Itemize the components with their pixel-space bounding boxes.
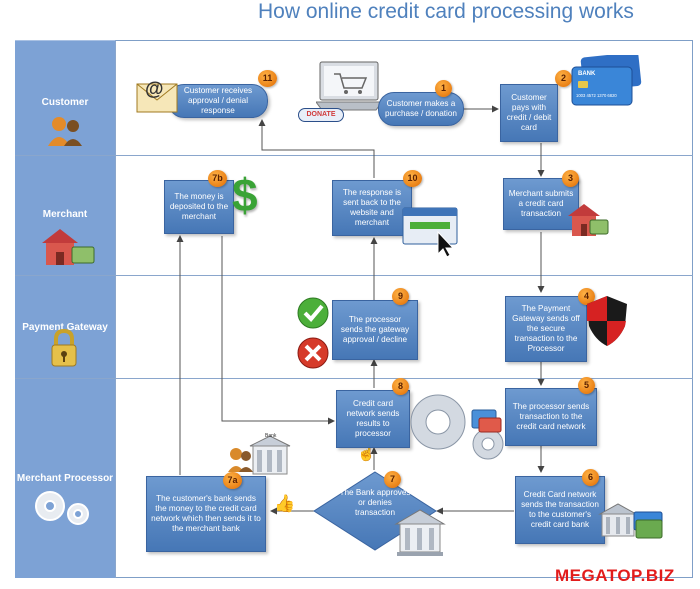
step-5-badge: 5 xyxy=(578,377,595,394)
step-7a-badge: 7a xyxy=(223,472,242,489)
laptop-shopping-cart-icon xyxy=(315,60,383,121)
step-1-box: Customer makes a purchase / donation xyxy=(378,92,464,126)
step-8-box: Credit card network sends results to pro… xyxy=(336,390,410,448)
email-envelope-icon: @ xyxy=(136,79,178,119)
network-gears-icon xyxy=(404,386,514,471)
step-2-badge: 2 xyxy=(555,70,572,87)
step-11-box: Customer receives approval / denial resp… xyxy=(168,84,268,118)
step-4-badge: 4 xyxy=(578,288,595,305)
step-3-box: Merchant submits a credit card transacti… xyxy=(503,178,579,230)
card-number-label: 1003 4572 1370 6820 xyxy=(576,93,617,98)
lane-label-payment-gateway: Payment Gateway xyxy=(22,322,108,333)
step-7b-box: The money is deposited to the merchant xyxy=(164,180,234,234)
step-6-box: Credit Card network sends the transactio… xyxy=(515,476,605,544)
lane-label-merchant-processor: Merchant Processor xyxy=(16,473,114,484)
credit-card-icon: BANK 1003 4572 1370 6820 xyxy=(568,52,643,112)
step-7a-box: The customer's bank sends the money to t… xyxy=(146,476,266,552)
browser-window-icon xyxy=(402,206,460,263)
step-10-box: The response is sent back to the website… xyxy=(332,180,412,236)
step-2-box: Customer pays with credit / debit card xyxy=(500,84,558,142)
card-bank-label: BANK xyxy=(578,71,596,77)
merchant-store-icon xyxy=(40,225,96,274)
lane-divider xyxy=(15,275,693,276)
store-icon xyxy=(566,200,610,245)
security-shield-icon xyxy=(585,294,629,353)
watermark-label: MEGATOP.BIZ xyxy=(555,566,675,585)
step-1-badge: 1 xyxy=(435,80,452,97)
arrow-10-to-11 xyxy=(258,119,375,178)
lane-label-separator xyxy=(115,40,116,578)
bank-building-icon xyxy=(394,508,446,563)
lane-label-customer: Customer xyxy=(41,97,89,108)
at-sign-label: @ xyxy=(145,79,164,100)
step-10-badge: 10 xyxy=(403,170,422,187)
padlock-icon xyxy=(50,328,78,373)
step-7-text: The Bank approves or denies transaction xyxy=(339,488,411,517)
lane-divider xyxy=(15,155,693,156)
thumbs-up-icon: 👍 xyxy=(274,494,296,513)
step-3-badge: 3 xyxy=(562,170,579,187)
step-4-box: The Payment Gateway sends off the secure… xyxy=(505,296,587,362)
declined-x-icon xyxy=(296,336,330,375)
step-7b-badge: 7b xyxy=(208,170,227,187)
lane-merchant-processor: Merchant Processor xyxy=(15,378,115,578)
step-7-badge: 7 xyxy=(384,471,401,488)
bank-with-cards-icon xyxy=(598,500,664,547)
step-9-box: The processor sends the gateway approval… xyxy=(332,300,418,360)
customers-icon xyxy=(46,112,86,153)
step-6-badge: 6 xyxy=(582,469,599,486)
step-11-badge: 11 xyxy=(258,70,277,87)
step-5-box: The processor sends transaction to the c… xyxy=(505,388,597,446)
donate-icon: DONATE xyxy=(298,108,344,122)
pointing-hand-icon: ☝ xyxy=(357,445,376,462)
step-9-badge: 9 xyxy=(392,288,409,305)
approved-check-icon xyxy=(296,296,330,335)
lane-divider xyxy=(15,378,693,379)
step-8-badge: 8 xyxy=(392,378,409,395)
bank-label: Bank xyxy=(265,433,277,439)
people-bank-icon: Bank xyxy=(226,432,292,489)
lane-customer: Customer xyxy=(15,40,115,155)
diagram-title: How online credit card processing works xyxy=(258,0,634,23)
arrow-7b-to-8 xyxy=(221,236,335,425)
lane-label-merchant: Merchant xyxy=(42,209,88,220)
processor-gears-icon xyxy=(30,488,96,533)
dollar-sign-icon: $ xyxy=(232,169,258,221)
